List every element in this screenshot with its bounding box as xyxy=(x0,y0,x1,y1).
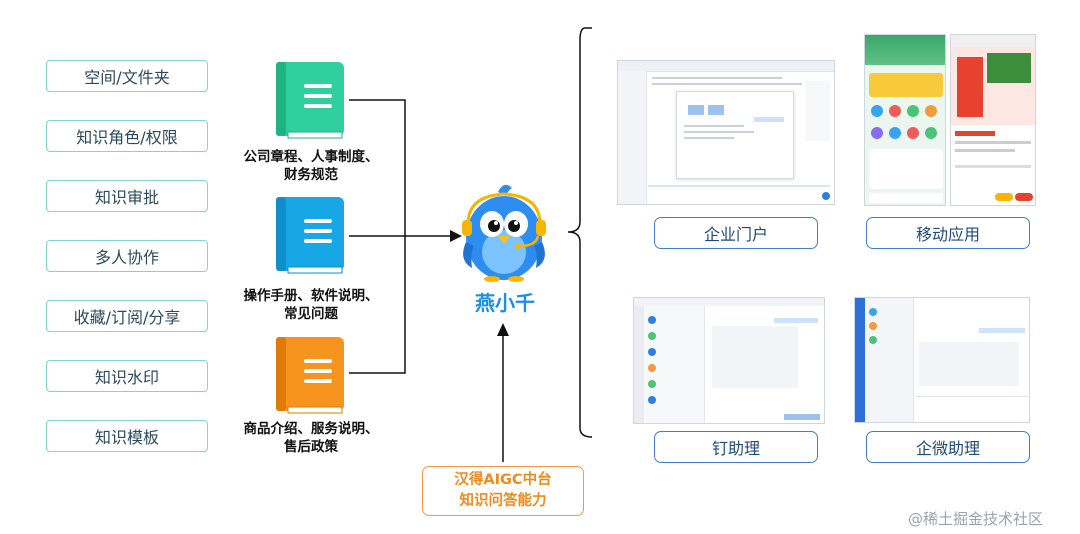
feature-knowledge-template: 知识模板 xyxy=(46,420,208,452)
orange-book-icon xyxy=(276,337,344,414)
mascot-name: 燕小千 xyxy=(475,291,535,315)
mobile-app-screenshot-1 xyxy=(864,34,946,206)
feature-collaboration: 多人协作 xyxy=(46,240,208,272)
aigc-platform-box: 汉得AIGC中台知识问答能力 xyxy=(422,466,584,516)
green-book-icon xyxy=(276,62,344,139)
feature-knowledge-watermark: 知识水印 xyxy=(46,360,208,392)
book-label-manuals-faq: 操作手册、软件说明、常见问题 xyxy=(243,288,379,322)
dingtalk-screenshot xyxy=(633,297,825,424)
book-label-product-service: 商品介绍、服务说明、售后政策 xyxy=(243,421,379,455)
wecom-screenshot xyxy=(854,297,1030,423)
enterprise-portal-screenshot xyxy=(617,60,835,205)
app-mobile: 移动应用 xyxy=(866,217,1030,249)
book-label-company-policies: 公司章程、人事制度、财务规范 xyxy=(243,149,379,183)
watermark: @稀土掘金技术社区 xyxy=(908,510,1044,528)
feature-knowledge-approval: 知识审批 xyxy=(46,180,208,212)
blue-book-icon xyxy=(276,197,344,274)
app-enterprise-portal: 企业门户 xyxy=(654,217,818,249)
app-wecom-assistant: 企微助理 xyxy=(866,431,1030,463)
bird-mascot-icon xyxy=(462,184,546,282)
feature-favorite-subscribe-share: 收藏/订阅/分享 xyxy=(46,300,208,332)
feature-space-folder: 空间/文件夹 xyxy=(46,60,208,92)
app-dingtalk-assistant: 钉助理 xyxy=(654,431,818,463)
mobile-app-screenshot-2 xyxy=(950,34,1036,206)
feature-knowledge-role-permission: 知识角色/权限 xyxy=(46,120,208,152)
